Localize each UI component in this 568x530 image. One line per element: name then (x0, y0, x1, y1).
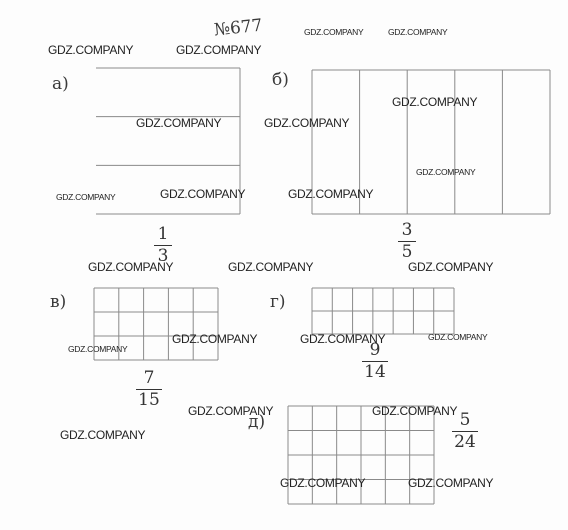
label-d: д) (248, 412, 266, 432)
label-g: г) (270, 292, 286, 312)
fraction-b: 3 5 (398, 222, 416, 261)
watermark: GDZ.COMPANY (300, 332, 386, 346)
label-b: б) (272, 70, 289, 90)
fraction-g-bar (362, 361, 388, 363)
watermark: GDZ.COMPANY (408, 476, 494, 490)
label-v: в) (50, 292, 67, 312)
watermark: GDZ.COMPANY (188, 404, 274, 418)
watermark: GDZ.COMPANY (56, 192, 116, 202)
watermark: GDZ.COMPANY (228, 260, 314, 274)
fraction-b-numerator: 3 (401, 220, 413, 240)
watermark: GDZ.COMPANY (372, 404, 458, 418)
fraction-v-bar (136, 389, 162, 391)
fraction-v-numerator: 7 (143, 368, 155, 388)
fraction-a-numerator: 1 (157, 224, 169, 244)
watermark: GDZ.COMPANY (264, 116, 350, 130)
watermark: GDZ.COMPANY (408, 260, 494, 274)
watermark: GDZ.COMPANY (392, 95, 478, 109)
fraction-a-denominator: 3 (157, 246, 169, 267)
fraction-g-denominator: 14 (364, 362, 386, 383)
fraction-d-numerator: 5 (459, 410, 471, 430)
fraction-g-numerator: 9 (369, 340, 381, 360)
watermark: GDZ.COMPANY (60, 428, 146, 442)
fraction-d-bar (452, 431, 478, 433)
watermark: GDZ.COMPANY (176, 43, 262, 57)
watermark: GDZ.COMPANY (388, 27, 448, 37)
fraction-g: 9 14 (362, 342, 388, 381)
watermark: GDZ.COMPANY (88, 260, 174, 274)
label-a: а) (52, 74, 69, 94)
watermark: GDZ.COMPANY (68, 344, 128, 354)
watermark: GDZ.COMPANY (280, 476, 366, 490)
watermark: GDZ.COMPANY (428, 332, 488, 342)
fraction-a: 1 3 (154, 226, 172, 265)
watermark: GDZ.COMPANY (172, 332, 258, 346)
fraction-v: 7 15 (136, 370, 162, 409)
fraction-b-bar (398, 241, 416, 243)
watermark: GDZ.COMPANY (288, 187, 374, 201)
watermark: GDZ.COMPANY (304, 27, 364, 37)
fraction-a-bar (154, 245, 172, 247)
watermark: GDZ.COMPANY (160, 187, 246, 201)
fraction-d-denominator: 24 (454, 432, 476, 453)
watermark: GDZ.COMPANY (48, 43, 134, 57)
fraction-v-denominator: 15 (138, 390, 160, 411)
watermark: GDZ.COMPANY (136, 116, 222, 130)
fraction-d: 5 24 (452, 412, 478, 451)
fraction-b-denominator: 5 (401, 242, 413, 263)
watermark: GDZ.COMPANY (416, 167, 476, 177)
